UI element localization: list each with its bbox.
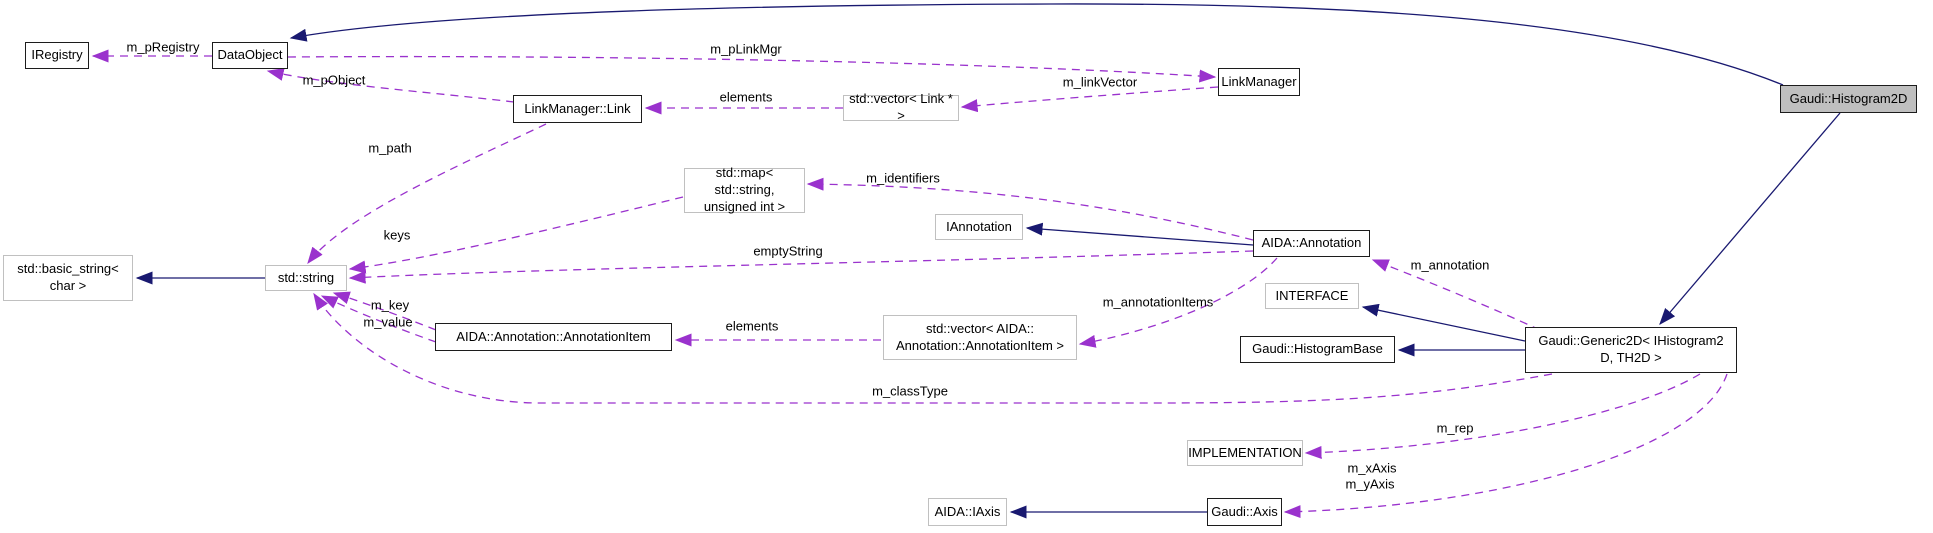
edge-m-plinkmgr: [287, 55, 1217, 83]
edge-label-m-value: m_value: [363, 314, 413, 330]
class-node-iannotation: IAnnotation: [935, 214, 1023, 240]
class-node-gaudi-axis[interactable]: Gaudi::Axis: [1207, 498, 1282, 526]
edge-label-m-path: m_path: [368, 140, 412, 156]
class-node-aida-iaxis: AIDA::IAxis: [928, 498, 1007, 526]
edge-emptystring: [348, 250, 1254, 284]
class-node-dataobject[interactable]: DataObject: [212, 42, 288, 69]
edge-generic2d-to-interface: [1361, 303, 1526, 342]
edge-annotation-to-iannotation: [1025, 222, 1254, 246]
edge-label-m-annotationitems: m_annotationItems: [1102, 294, 1214, 310]
edge-m-classtype: [313, 292, 1553, 404]
edge-keys: [348, 196, 684, 274]
edge-label-elements-1: elements: [719, 89, 773, 105]
edge-m-annotationitems: [1078, 257, 1278, 348]
edge-m-value: [320, 295, 437, 343]
inheritance-edges: [135, 3, 1841, 519]
edge-histogram2d-to-dataobject: [289, 3, 1784, 86]
edge-label-m-pregistry: m_pRegistry: [126, 39, 200, 55]
class-node-std-vector-annotation-item: std::vector< AIDA:: Annotation::Annotati…: [883, 315, 1077, 360]
class-node-linkmanager[interactable]: LinkManager: [1218, 68, 1300, 96]
edge-label-m-classtype: m_classType: [872, 383, 948, 399]
edge-label-m-key: m_key: [370, 297, 410, 313]
edge-m-key: [332, 291, 437, 331]
class-node-gaudi-generic2d[interactable]: Gaudi::Generic2D< IHistogram2 D, TH2D >: [1525, 327, 1737, 373]
edge-m-annotation: [1371, 259, 1541, 331]
edge-label-m-annotation: m_annotation: [1410, 257, 1490, 273]
edge-m-pobject: [266, 68, 515, 103]
class-node-implementation: IMPLEMENTATION: [1187, 440, 1303, 466]
edge-label-m-xaxis: m_xAxis: [1347, 460, 1397, 476]
class-node-std-basic-string: std::basic_string< char >: [3, 255, 133, 301]
class-node-std-string: std::string: [265, 265, 347, 291]
class-node-std-vector-link: std::vector< Link * >: [843, 91, 959, 123]
class-node-std-map: std::map< std::string, unsigned int >: [684, 165, 805, 214]
edge-histogram2d-to-generic2d: [1659, 112, 1841, 325]
class-node-interface: INTERFACE: [1265, 283, 1359, 309]
edge-m-xaxis-yaxis: [1283, 373, 1728, 519]
edge-label-keys: keys: [383, 227, 411, 243]
edge-m-identifiers: [806, 177, 1254, 241]
class-node-gaudi-histogrambase[interactable]: Gaudi::HistogramBase: [1240, 336, 1395, 363]
edge-label-emptystring: emptyString: [753, 243, 823, 259]
edge-label-m-plinkmgr: m_pLinkMgr: [710, 41, 782, 57]
usage-edges: [91, 49, 1728, 519]
edge-label-m-identifiers: m_identifiers: [866, 170, 940, 186]
edge-label-m-linkvector: m_linkVector: [1062, 74, 1138, 90]
class-node-annotation-item[interactable]: AIDA::Annotation::AnnotationItem: [435, 323, 672, 351]
edge-m-path: [307, 123, 547, 265]
edge-m-rep: [1304, 373, 1701, 459]
edge-m-linkvector: [960, 86, 1219, 113]
edge-label-m-yaxis: m_yAxis: [1345, 476, 1395, 492]
edge-label-elements-2: elements: [725, 318, 779, 334]
class-node-linkmanager-link[interactable]: LinkManager::Link: [513, 95, 642, 123]
class-node-gaudi-histogram2d: Gaudi::Histogram2D: [1780, 85, 1917, 113]
edge-label-m-pobject: m_pObject: [302, 72, 366, 88]
edge-label-m-rep: m_rep: [1436, 420, 1474, 436]
class-node-iregistry[interactable]: IRegistry: [25, 42, 89, 69]
class-node-aida-annotation[interactable]: AIDA::Annotation: [1253, 230, 1370, 257]
